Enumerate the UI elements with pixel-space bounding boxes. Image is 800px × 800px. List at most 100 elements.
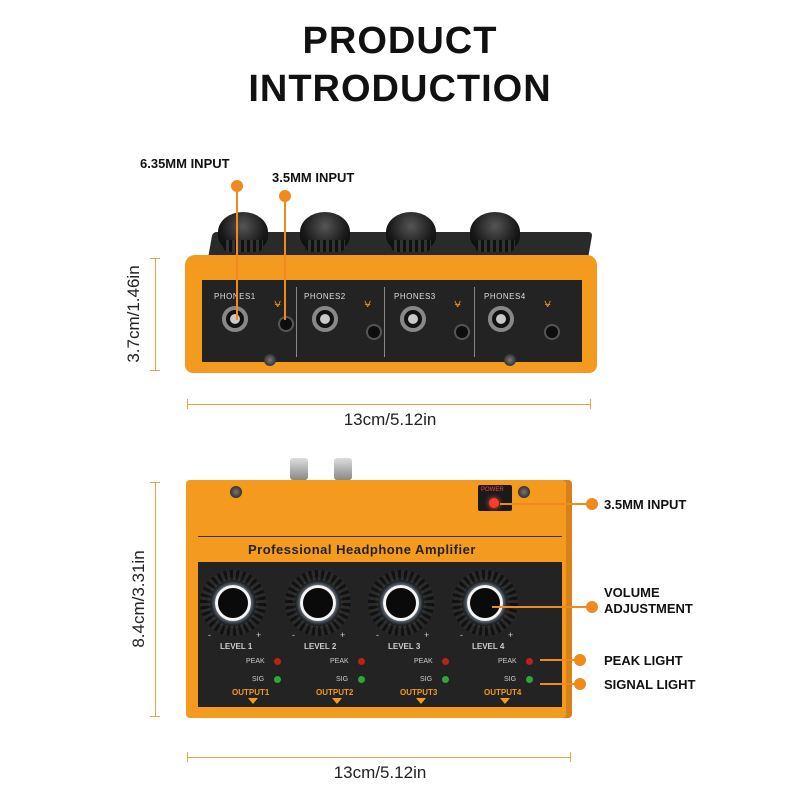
- plus-mark: +: [508, 630, 514, 640]
- callout-dot: [279, 190, 291, 202]
- callout-35-input-front: 3.5MM INPUT: [272, 170, 355, 185]
- peak-led-2: [358, 658, 365, 665]
- output-arrow-icon: [500, 698, 510, 704]
- callout-line: [500, 503, 588, 505]
- device-title: Professional Headphone Amplifier: [248, 542, 476, 557]
- minus-mark: -: [460, 630, 463, 640]
- output-arrow-icon: [332, 698, 342, 704]
- dimension-line: [187, 404, 590, 405]
- jack-35-2[interactable]: [368, 326, 380, 338]
- callout-peak-light: PEAK LIGHT: [604, 653, 683, 668]
- plus-mark: +: [340, 630, 346, 640]
- headphone-icon: ⍱: [274, 296, 282, 310]
- peak-led-1: [274, 658, 281, 665]
- jack-35-1[interactable]: [280, 318, 292, 330]
- screw: [518, 486, 530, 498]
- peak-led-4: [526, 658, 533, 665]
- dimension-tick: [187, 752, 188, 762]
- sig-label: SIG: [420, 676, 433, 683]
- signal-led-2: [358, 676, 365, 683]
- callout-line: [540, 683, 576, 685]
- level-label-1: LEVEL 1: [220, 642, 253, 651]
- power-label: POWER: [481, 487, 504, 493]
- rca-connector: [334, 458, 352, 480]
- output-arrow-icon: [248, 698, 258, 704]
- front-height-label: 3.7cm/1.46in: [124, 265, 143, 363]
- minus-mark: -: [292, 630, 295, 640]
- output-arrow-icon: [416, 698, 426, 704]
- headphone-icon: ⍱: [364, 296, 372, 310]
- headphone-icon: ⍱: [454, 296, 462, 310]
- output-label-2: OUTPUT2: [316, 688, 354, 697]
- peak-label: PEAK: [498, 658, 517, 665]
- callout-dot: [231, 180, 243, 192]
- level-label-3: LEVEL 3: [388, 642, 421, 651]
- top-width-label: 13cm/5.12in: [333, 763, 427, 782]
- volume-dial-ring-3: [383, 585, 419, 621]
- signal-led-4: [526, 676, 533, 683]
- minus-mark: -: [376, 630, 379, 640]
- callout-dot: [586, 601, 598, 613]
- top-height-label: 8.4cm/3.31in: [129, 550, 148, 648]
- plus-mark: +: [424, 630, 430, 640]
- callout-dot: [574, 654, 586, 666]
- callout-volume-line2: ADJUSTMENT: [604, 601, 693, 616]
- sig-label: SIG: [336, 676, 349, 683]
- dimension-tick: [150, 370, 160, 371]
- dimension-tick: [187, 399, 188, 409]
- port-divider: [474, 287, 475, 357]
- jack-635-4[interactable]: [488, 306, 514, 332]
- port-label-2: PHONES2: [304, 292, 346, 301]
- sig-label: SIG: [504, 676, 517, 683]
- rca-connector: [290, 458, 308, 480]
- signal-led-1: [274, 676, 281, 683]
- sig-label: SIG: [252, 676, 265, 683]
- port-divider: [384, 287, 385, 357]
- volume-knob-2: [300, 212, 350, 252]
- dimension-tick: [590, 399, 591, 409]
- callout-line: [236, 190, 238, 320]
- peak-label: PEAK: [330, 658, 349, 665]
- jack-35-3[interactable]: [456, 326, 468, 338]
- front-panel: [202, 280, 582, 362]
- callout-line: [540, 659, 576, 661]
- port-divider: [296, 287, 297, 357]
- callout-dot: [574, 678, 586, 690]
- volume-knob-1: [218, 212, 268, 252]
- dimension-line: [187, 757, 570, 758]
- peak-label: PEAK: [246, 658, 265, 665]
- level-label-4: LEVEL 4: [472, 642, 505, 651]
- power-led: [489, 498, 499, 508]
- level-label-2: LEVEL 2: [304, 642, 337, 651]
- jack-635-1[interactable]: [222, 306, 248, 332]
- dimension-tick: [570, 752, 571, 762]
- jack-635-2[interactable]: [312, 306, 338, 332]
- output-label-1: OUTPUT1: [232, 688, 270, 697]
- dimension-line: [155, 482, 156, 716]
- volume-dial-ring-2: [300, 585, 336, 621]
- front-width-label: 13cm/5.12in: [343, 410, 437, 429]
- callout-signal-light: SIGNAL LIGHT: [604, 677, 696, 692]
- dimension-tick: [150, 716, 160, 717]
- dimension-tick: [150, 482, 160, 483]
- volume-dial-ring-4: [467, 585, 503, 621]
- jack-635-3[interactable]: [400, 306, 426, 332]
- plus-mark: +: [256, 630, 262, 640]
- dimension-line: [155, 258, 156, 370]
- port-label-4: PHONES4: [484, 292, 526, 301]
- volume-dial-ring-1: [215, 585, 251, 621]
- callout-dot: [586, 498, 598, 510]
- divider-line: [198, 536, 562, 537]
- jack-35-4[interactable]: [546, 326, 558, 338]
- volume-knob-4: [470, 212, 520, 252]
- callout-volume-line1: VOLUME: [604, 585, 660, 600]
- port-label-3: PHONES3: [394, 292, 436, 301]
- screw: [264, 354, 276, 366]
- peak-label: PEAK: [414, 658, 433, 665]
- screw: [230, 486, 242, 498]
- title-line1: PRODUCT: [302, 20, 498, 62]
- volume-knob-3: [386, 212, 436, 252]
- output-label-4: OUTPUT4: [484, 688, 522, 697]
- callout-35-input-top: 3.5MM INPUT: [604, 497, 687, 512]
- headphone-icon: ⍱: [544, 296, 552, 310]
